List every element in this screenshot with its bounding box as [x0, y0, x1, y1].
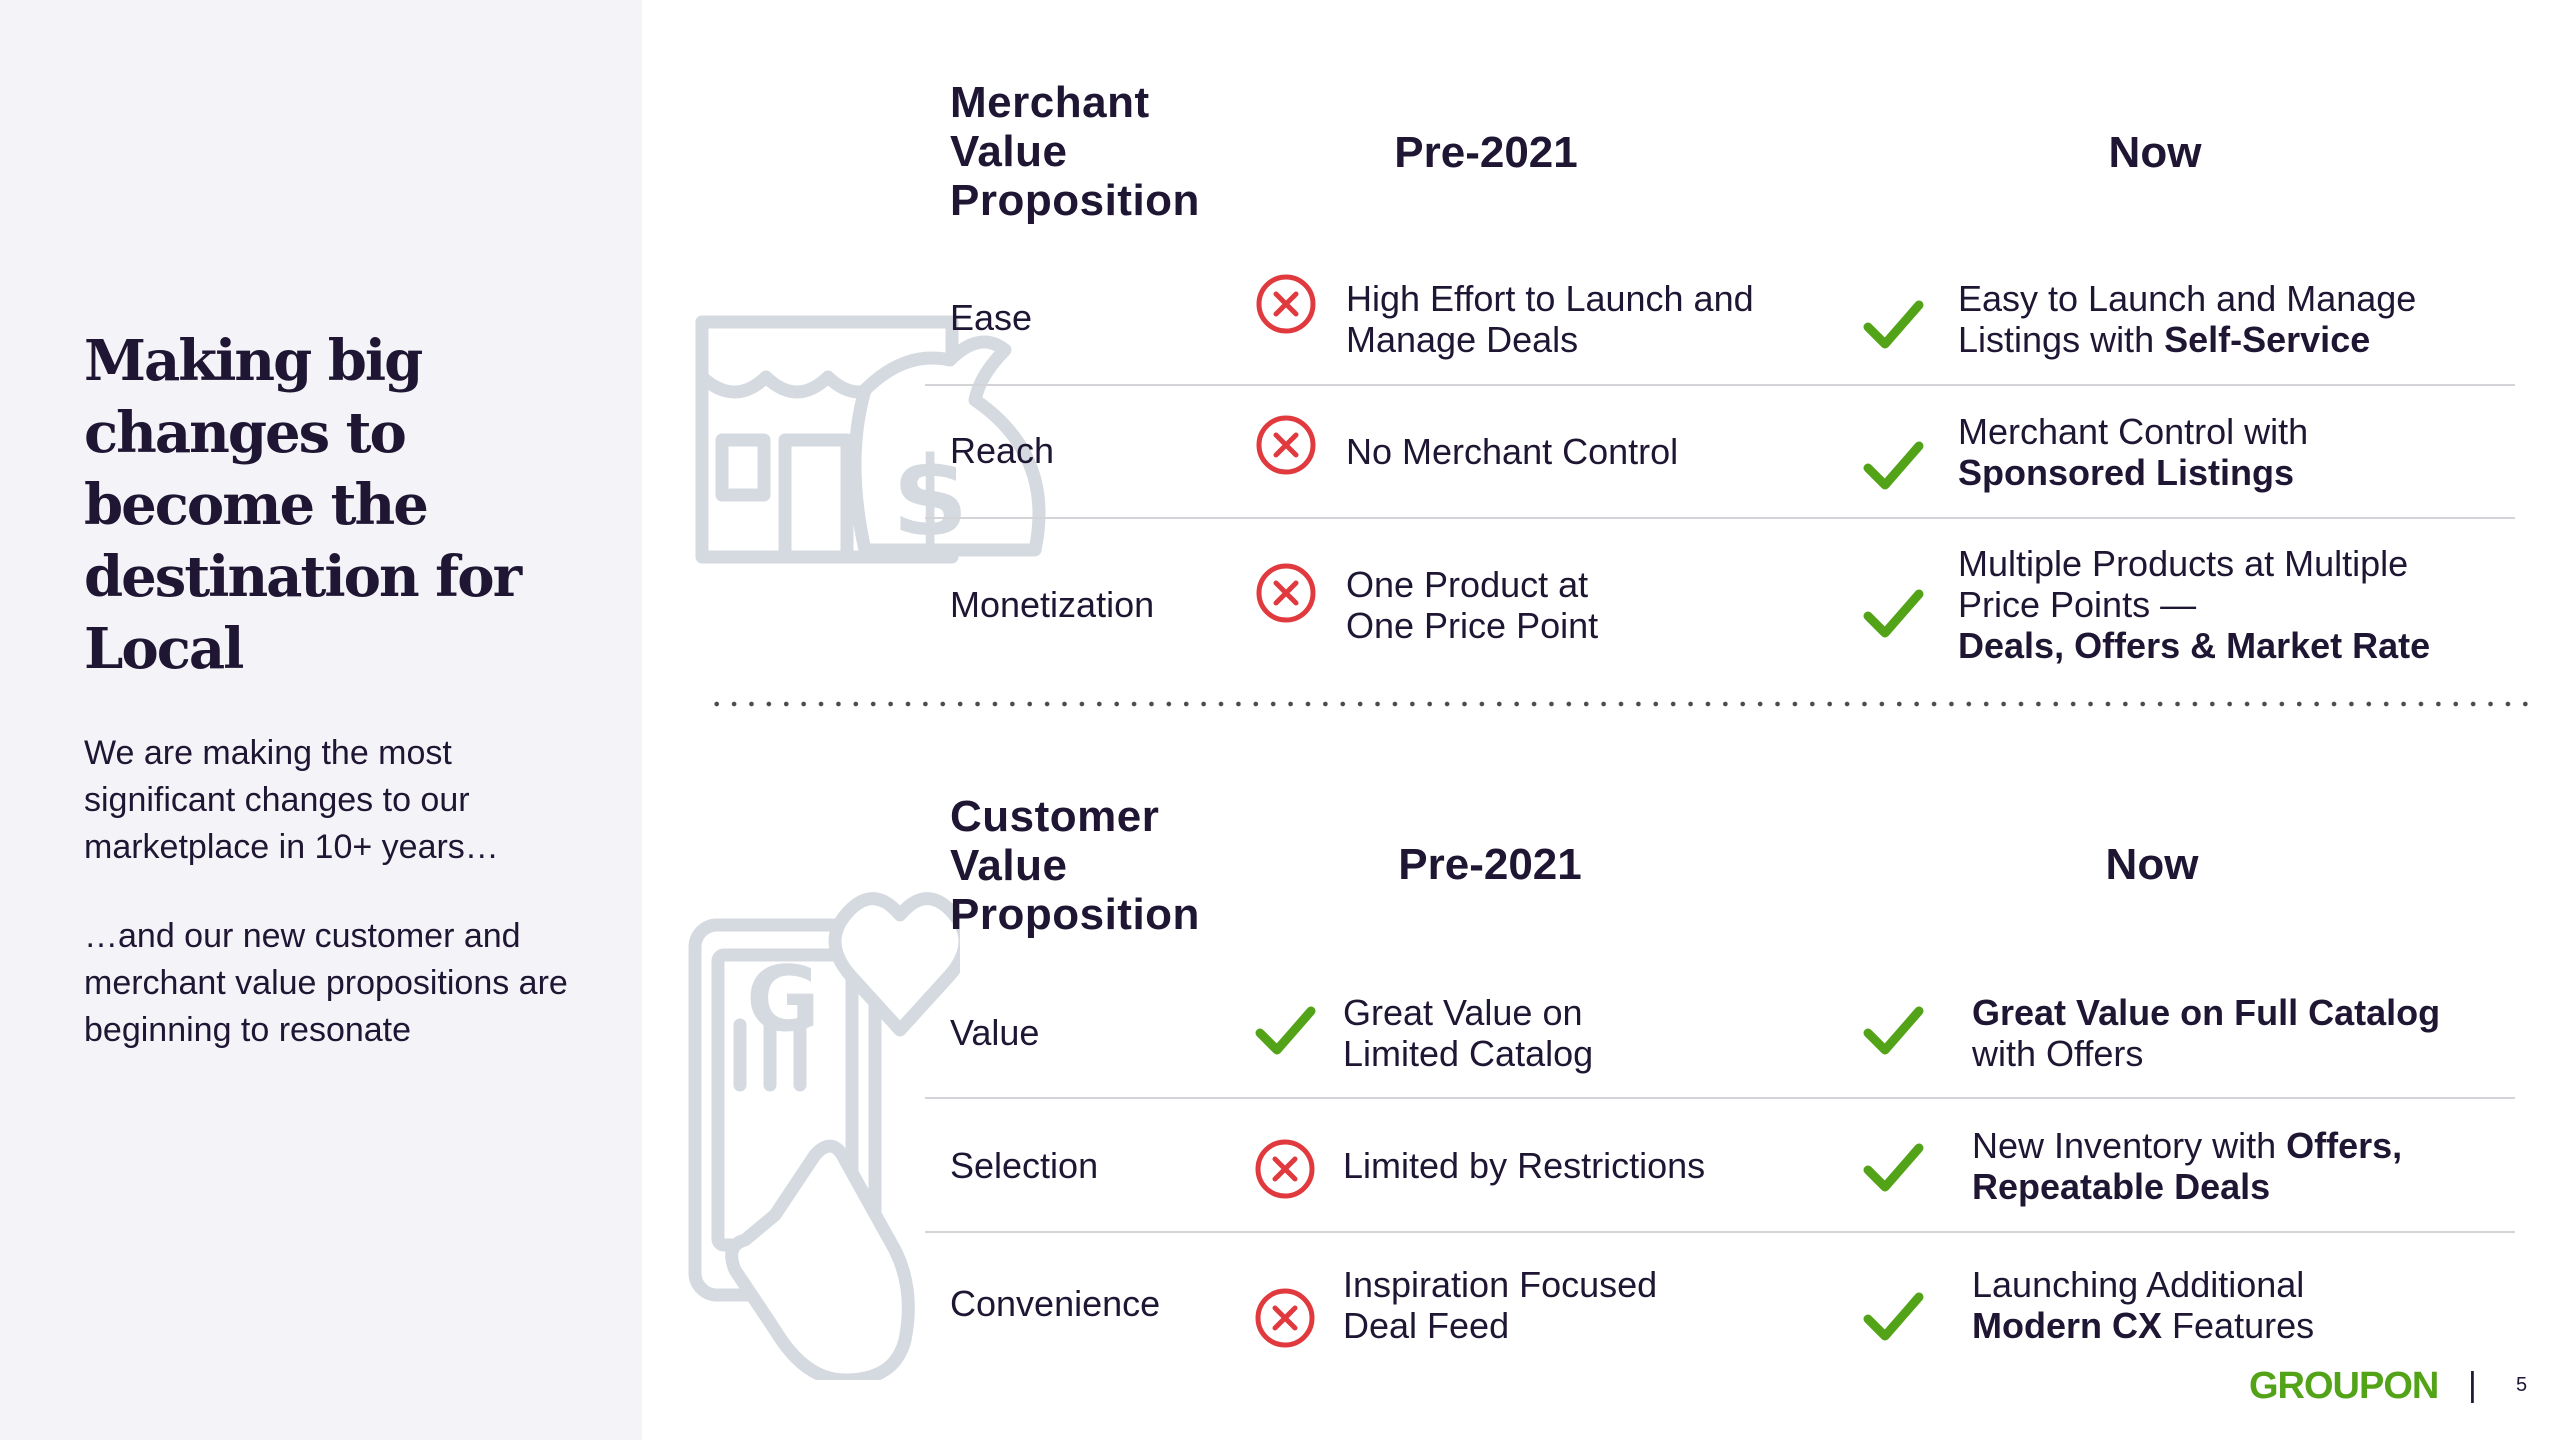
- reach-pre-text: No Merchant Control: [1346, 431, 1679, 472]
- monetization-now-plain: Multiple Products at Multiple Price Poin…: [1958, 543, 2409, 625]
- storefront-money-bag-icon: $: [695, 315, 1046, 564]
- value-now-plain: with Offers: [1972, 1033, 2144, 1074]
- selection-now-bold-1: Offers,: [2286, 1125, 2403, 1166]
- convenience-now-plain: Launching Additional: [1972, 1264, 2305, 1305]
- page-number: 5: [2516, 1374, 2528, 1396]
- convenience-now-bold: Modern CX: [1972, 1305, 2163, 1346]
- resonance-paragraph: …and our new customer and merchant value…: [84, 917, 568, 1049]
- value-now-bold: Great Value on Full Catalog: [1972, 992, 2441, 1033]
- check-icon: [1863, 589, 1924, 638]
- slide-headline: Making big changes to become the destina…: [84, 328, 522, 682]
- intro-paragraph: We are making the most significant chang…: [84, 734, 499, 866]
- reach-now-plain: Merchant Control with: [1958, 411, 2309, 452]
- merchant-section-title: Merchant Value Proposition: [950, 78, 1200, 225]
- svg-text:$: $: [892, 433, 969, 561]
- circle-x-icon: [1256, 563, 1316, 623]
- row-divider: [925, 1231, 2515, 1233]
- selection-now-plain: New Inventory with: [1972, 1125, 2277, 1166]
- monetization-pre-text: One Product at One Price Point: [1346, 564, 1599, 646]
- circle-x-icon: [1255, 1139, 1315, 1199]
- row-label-ease: Ease: [950, 297, 1033, 338]
- convenience-now-text: Launching Additional Modern CX Features: [1972, 1264, 2392, 1346]
- merchant-now-header: Now: [2108, 128, 2202, 177]
- selection-pre-text: Limited by Restrictions: [1343, 1145, 1706, 1186]
- ease-now-text: Easy to Launch and Manage Listings with …: [1958, 278, 2518, 360]
- value-pre-text: Great Value on Limited Catalog: [1343, 992, 1594, 1074]
- merchant-pre-2021-header: Pre-2021: [1394, 128, 1578, 177]
- value-now-text: Great Value on Full Catalog with Offers: [1972, 992, 2512, 1074]
- customer-pre-2021-header: Pre-2021: [1398, 840, 1582, 889]
- customer-now-header: Now: [2105, 840, 2199, 889]
- monetization-now-bold: Deals, Offers & Market Rate: [1958, 625, 2431, 666]
- groupon-logo: GROUPON: [2249, 1365, 2439, 1407]
- check-icon: [1863, 441, 1924, 490]
- svg-text:G: G: [746, 947, 820, 1052]
- row-divider: [925, 384, 2515, 386]
- left-panel: Making big changes to become the destina…: [0, 0, 642, 1440]
- reach-now-bold: Sponsored Listings: [1958, 452, 2295, 493]
- customer-section-title: Customer Value Proposition: [950, 792, 1200, 939]
- reach-now-text: Merchant Control with Sponsored Listings: [1958, 411, 2398, 493]
- circle-x-icon: [1255, 1288, 1315, 1348]
- circle-x-icon: [1256, 274, 1316, 334]
- circle-x-icon: [1256, 415, 1316, 475]
- phone-heart-hand-icon: G: [688, 892, 960, 1380]
- row-divider: [925, 1097, 2515, 1099]
- row-label-monetization: Monetization: [950, 584, 1155, 625]
- monetization-now-text: Multiple Products at Multiple Price Poin…: [1958, 543, 2488, 666]
- convenience-now-plain-2: Features: [2172, 1305, 2315, 1346]
- row-label-reach: Reach: [950, 430, 1055, 471]
- check-icon: [1255, 1006, 1316, 1055]
- section-divider-dots: [708, 700, 2540, 708]
- check-icon: [1863, 1006, 1924, 1055]
- selection-now-text: New Inventory with Offers, Repeatable De…: [1972, 1125, 2512, 1207]
- ease-now-plain: Easy to Launch and Manage Listings with: [1958, 278, 2417, 360]
- row-label-selection: Selection: [950, 1145, 1099, 1186]
- check-icon: [1863, 300, 1924, 349]
- ease-now-bold: Self-Service: [2164, 319, 2371, 360]
- footer-separator: |: [2468, 1366, 2477, 1404]
- convenience-pre-text: Inspiration Focused Deal Feed: [1343, 1264, 1658, 1346]
- row-label-convenience: Convenience: [950, 1283, 1161, 1324]
- selection-now-bold-2: Repeatable Deals: [1972, 1166, 2271, 1207]
- row-label-value: Value: [950, 1012, 1040, 1053]
- row-divider: [925, 517, 2515, 519]
- check-icon: [1863, 1143, 1924, 1192]
- ease-pre-text: High Effort to Launch and Manage Deals: [1346, 278, 1754, 360]
- check-icon: [1863, 1292, 1924, 1341]
